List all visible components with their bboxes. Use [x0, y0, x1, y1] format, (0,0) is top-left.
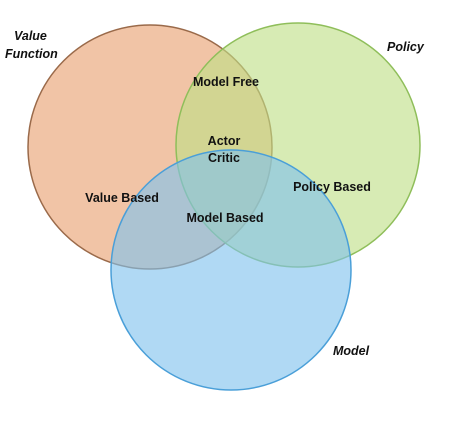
value-function-label-line2: Function — [5, 47, 58, 61]
model-based-label: Model Based — [186, 211, 263, 225]
value-function-label-line1: Value — [14, 29, 47, 43]
model-free-label: Model Free — [193, 75, 259, 89]
value-based-label: Value Based — [85, 191, 159, 205]
policy-label: Policy — [387, 40, 425, 54]
actor-label: Actor — [208, 134, 241, 148]
model-label: Model — [333, 344, 370, 358]
model-circle — [110, 149, 352, 391]
policy-based-label: Policy Based — [293, 180, 371, 194]
critic-label: Critic — [208, 151, 240, 165]
